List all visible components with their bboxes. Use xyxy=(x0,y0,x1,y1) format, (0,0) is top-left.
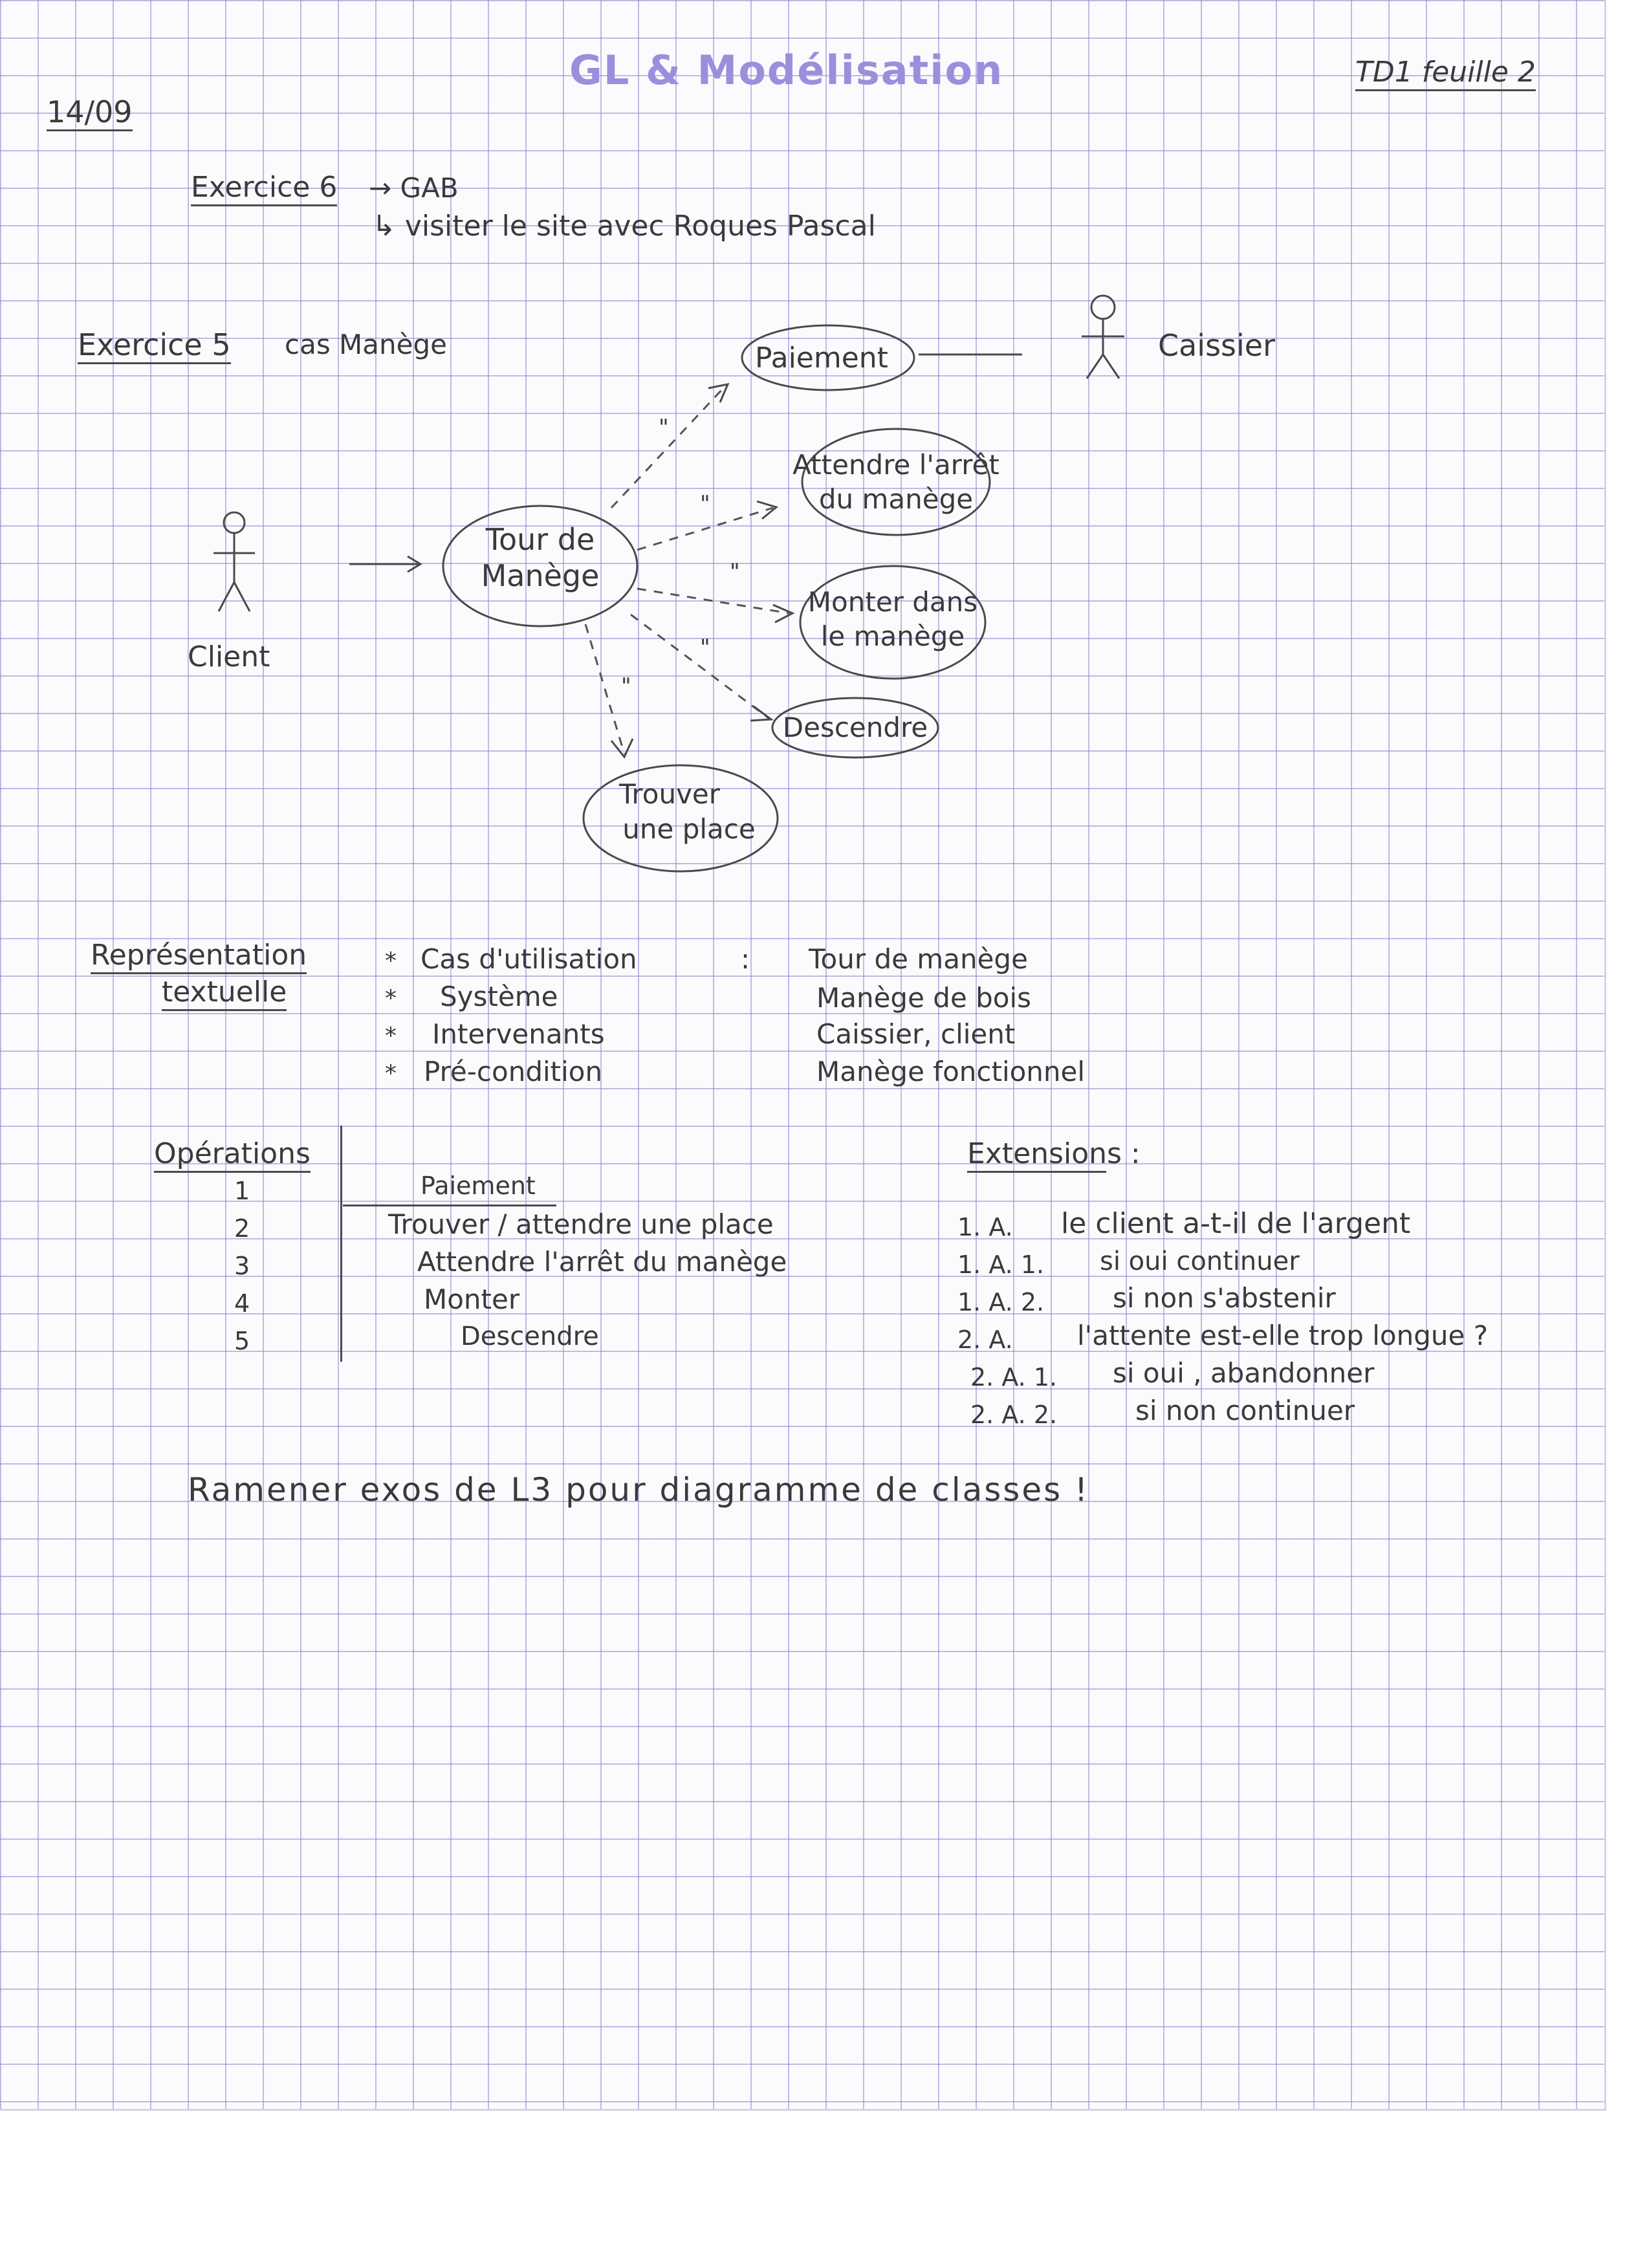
operation-number: 3 xyxy=(234,1252,250,1280)
use-case-descendre: Descendre xyxy=(771,697,939,759)
operation-number: 1 xyxy=(234,1177,250,1205)
reminder-note: Ramener exos de L3 pour diagramme de cla… xyxy=(188,1471,1090,1509)
operation-number: 4 xyxy=(234,1289,250,1318)
extension-code: 2. A. xyxy=(957,1325,1013,1354)
main-use-case-line2: Manège xyxy=(481,558,600,593)
extension-code: 1. A. 2. xyxy=(957,1288,1045,1316)
textual-label: Intervenants xyxy=(432,1018,605,1050)
main-use-case-line1: Tour de xyxy=(485,522,595,557)
extension-code: 1. A. xyxy=(957,1213,1013,1241)
exercise6-label: Exercice 6 xyxy=(191,173,338,206)
textual-sep: : xyxy=(741,943,750,975)
use-case-tour-de-manege: Tour de Manège xyxy=(442,505,639,627)
use-case-monter-line1: Monter dans xyxy=(808,586,977,618)
operations-heading: Opérations xyxy=(154,1140,311,1173)
stereotype-mark-descendre: " xyxy=(700,635,710,660)
textual-label: Cas d'utilisation xyxy=(420,943,637,975)
use-case-monter: Monter dans le manège xyxy=(799,565,987,680)
extensions-heading: Extensions : xyxy=(967,1137,1141,1170)
exercise5-label: Exercice 5 xyxy=(78,330,231,364)
textual-value: Manège fonctionnel xyxy=(816,1056,1086,1087)
use-case-attendre-arret: Attendre l'arrêt du manège xyxy=(792,428,999,536)
stereotype-mark-attendre: " xyxy=(700,491,710,517)
use-case-attendre-line1: Attendre l'arrêt xyxy=(792,449,999,481)
textual-bullet: * xyxy=(385,985,397,1012)
use-case-paiement-label: Paiement xyxy=(755,342,888,375)
textual-label: Système xyxy=(440,981,558,1012)
extension-code: 1. A. 1. xyxy=(957,1250,1045,1279)
extension-text: si oui continuer xyxy=(1100,1247,1300,1276)
textual-value: Caissier, client xyxy=(816,1018,1016,1050)
operation-text: Descendre xyxy=(461,1322,599,1351)
textual-heading-line2: textuelle xyxy=(162,978,287,1011)
operations-divider xyxy=(340,1126,342,1362)
operation-underline xyxy=(343,1205,556,1206)
textual-label: Pré-condition xyxy=(424,1056,603,1087)
use-case-diagram: Client Tour de Manège Paiement Caissier xyxy=(188,294,1275,873)
operation-number: 5 xyxy=(234,1327,250,1355)
operation-number: 2 xyxy=(234,1214,250,1243)
textual-value: Tour de manège xyxy=(809,943,1028,975)
client-actor-label: Client xyxy=(188,640,270,673)
stereotype-mark-paiement: " xyxy=(659,415,669,441)
grid-paper-sheet xyxy=(0,0,1606,2111)
extension-code: 2. A. 1. xyxy=(970,1363,1058,1391)
include-relations xyxy=(584,382,795,759)
page-title: GL & Modélisation xyxy=(569,47,1004,94)
stereotype-mark-trouver: " xyxy=(621,673,631,699)
use-case-trouver-line2: une place xyxy=(622,813,755,845)
extension-text: l'attente est-elle trop longue ? xyxy=(1077,1320,1488,1351)
client-actor-icon xyxy=(213,511,255,612)
stereotype-marks: " " " " " xyxy=(621,415,740,699)
extensions-heading-underline xyxy=(967,1171,1106,1173)
operation-text: Attendre l'arrêt du manège xyxy=(417,1246,787,1278)
operation-text: Paiement xyxy=(420,1172,536,1200)
textual-value: Manège de bois xyxy=(816,982,1032,1014)
use-case-monter-line2: le manège xyxy=(821,620,965,652)
cashier-actor-label: Caissier xyxy=(1158,328,1275,363)
sheet-label: TD1 feuille 2 xyxy=(1355,58,1536,91)
textual-heading-line1: Représentation xyxy=(91,941,307,974)
extension-text: si non continuer xyxy=(1135,1395,1355,1426)
exercise6-topic: → GAB xyxy=(369,172,459,204)
extension-code: 2. A. 2. xyxy=(970,1401,1058,1429)
extension-text: si non s'abstenir xyxy=(1113,1282,1336,1314)
use-case-paiement: Paiement xyxy=(741,324,915,391)
extension-text: le client a-t-il de l'argent xyxy=(1061,1207,1411,1240)
operation-text: Monter xyxy=(424,1283,520,1315)
stereotype-mark-monter: " xyxy=(730,559,740,585)
textual-bullet: * xyxy=(385,1023,397,1049)
cashier-actor-icon xyxy=(1082,294,1124,379)
extension-text: si oui , abandonner xyxy=(1113,1357,1375,1389)
textual-bullet: * xyxy=(385,948,397,974)
exercise5-topic: cas Manège xyxy=(285,329,447,360)
use-case-trouver-line1: Trouver xyxy=(618,778,721,810)
date-label: 14/09 xyxy=(47,97,133,131)
use-case-descendre-label: Descendre xyxy=(783,712,928,743)
use-case-trouver-place: Trouver une place xyxy=(582,764,779,873)
use-case-attendre-line2: du manège xyxy=(819,483,973,515)
exercise6-note: ↳ visiter le site avec Roques Pascal xyxy=(372,210,876,243)
operation-text: Trouver / attendre une place xyxy=(388,1208,774,1240)
textual-bullet: * xyxy=(385,1060,397,1087)
